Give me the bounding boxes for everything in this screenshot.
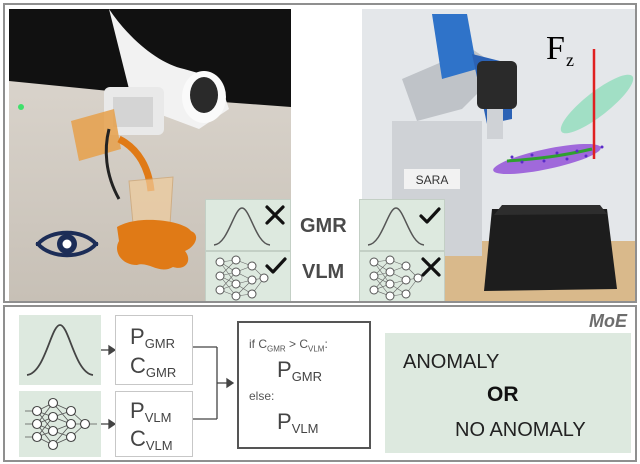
center-strip xyxy=(291,9,362,301)
anomaly-label: ANOMALY xyxy=(403,351,500,373)
vlm-confidence: CVLM xyxy=(130,426,173,453)
rule-else-output: PVLM xyxy=(277,409,319,436)
force-gmr-box xyxy=(359,199,445,251)
check-icon xyxy=(265,257,287,274)
gmr-model-box xyxy=(19,315,101,385)
robot-pouring-photo xyxy=(9,9,291,301)
selection-rule-box: if CGMR > CVLM: PGMR else: PVLM xyxy=(237,321,371,449)
top-panel: SARA F z GMR VLM xyxy=(3,3,637,303)
eye-icon xyxy=(35,230,99,258)
vlm-prediction: PVLM xyxy=(130,398,172,425)
force-label-sub: z xyxy=(566,50,574,70)
check-icon xyxy=(419,207,441,224)
no-anomaly-label: NO ANOMALY xyxy=(455,419,586,441)
vlm-model-box xyxy=(19,391,101,457)
vlm-label: VLM xyxy=(302,261,345,283)
gmr-label: GMR xyxy=(300,215,347,237)
cross-icon xyxy=(421,257,441,277)
arrow-icon xyxy=(226,377,235,389)
neural-network-icon xyxy=(369,255,423,301)
force-label: F xyxy=(546,30,565,67)
rule-then-output: PGMR xyxy=(277,357,323,384)
anomaly-output-box: ANOMALY OR NO ANOMALY xyxy=(385,333,631,453)
cross-icon xyxy=(265,205,285,225)
pouring-scene-drawing xyxy=(9,9,291,301)
gaussian-curve-icon xyxy=(26,324,94,376)
arrow-icon xyxy=(108,418,117,430)
gmr-prediction: PGMR xyxy=(130,324,176,351)
vision-vlm-box xyxy=(205,251,291,301)
gaussian-curve-icon xyxy=(213,207,271,246)
bottom-panel: MoE xyxy=(3,305,637,462)
or-label: OR xyxy=(487,383,519,406)
rule-else: else: xyxy=(249,389,275,403)
vision-gmr-box xyxy=(205,199,291,251)
moe-label: MoE xyxy=(589,311,627,331)
rule-condition: if CGMR > CVLM: xyxy=(249,337,328,354)
gmr-confidence: CGMR xyxy=(130,353,177,380)
gaussian-curve-icon xyxy=(367,207,425,246)
neural-network-icon xyxy=(215,255,269,301)
force-vlm-box xyxy=(359,251,445,301)
neural-network-icon xyxy=(25,397,97,451)
gmr-output-box: PGMR CGMR xyxy=(115,315,193,385)
vlm-output-box: PVLM CVLM xyxy=(115,391,193,457)
robot-label: SARA xyxy=(416,173,449,187)
arrows xyxy=(101,344,235,430)
arrow-icon xyxy=(108,344,117,356)
